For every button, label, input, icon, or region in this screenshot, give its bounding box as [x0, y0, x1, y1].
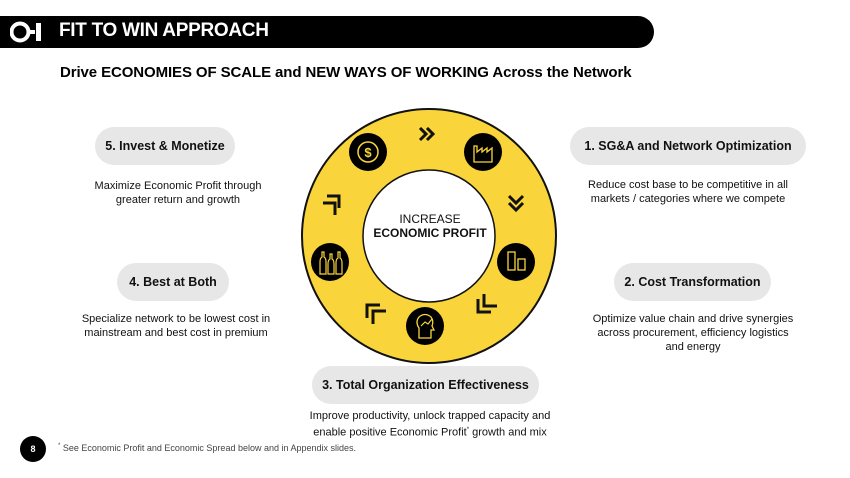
center-line2: ECONOMIC PROFIT: [373, 226, 487, 240]
bottles-icon: [311, 243, 349, 281]
pillar-3-title: 3. Total Organization Effectiveness: [312, 366, 539, 404]
page-title: FIT TO WIN APPROACH: [59, 20, 269, 41]
pillar-3-desc-line2b: growth and mix: [472, 426, 547, 439]
subtitle: Drive ECONOMIES OF SCALE and NEW WAYS OF…: [60, 64, 632, 81]
chevron-down-icon: [507, 194, 525, 213]
pillar-3-desc: Improve productivity, unlock trapped cap…: [290, 409, 570, 440]
footnote: * See Economic Profit and Economic Sprea…: [58, 443, 356, 453]
pillar-5-desc-line1: Maximize Economic Profit through: [94, 180, 262, 192]
chevron-right-icon: [418, 126, 436, 142]
dollar-icon: $: [349, 133, 387, 171]
pillar-2-desc-line1: Optimize value chain and drive synergies: [592, 313, 794, 325]
pillar-2-desc-line3: and energy: [665, 341, 721, 353]
pillar-3-desc-line1: Improve productivity, unlock trapped cap…: [309, 410, 551, 422]
containers-icon: [497, 243, 535, 281]
pillar-1-title: 1. SG&A and Network Optimization: [570, 127, 806, 165]
footnote-marker: *: [466, 427, 470, 433]
chevron-down-left-icon: [476, 294, 497, 314]
pillar-3-desc-line2: enable positive Economic Profit* growth …: [290, 423, 570, 440]
pillar-5-title: 5. Invest & Monetize: [95, 127, 235, 165]
page-number: 8: [20, 436, 46, 462]
pillar-2-title: 2. Cost Transformation: [614, 263, 771, 301]
factory-icon: [464, 133, 502, 171]
pillar-1-desc: Reduce cost base to be competitive in al…: [570, 178, 806, 206]
pillar-4-desc: Specialize network to be lowest cost in …: [58, 312, 294, 340]
footnote-mark: *: [58, 443, 61, 449]
oi-logo-icon: [10, 21, 41, 43]
center-label: INCREASE ECONOMIC PROFIT: [360, 212, 500, 240]
pillar-1-desc-line2: markets / categories where we compete: [590, 193, 786, 205]
growth-head-icon: [406, 307, 444, 345]
pillar-4-title: 4. Best at Both: [117, 263, 229, 301]
footnote-text: See Economic Profit and Economic Spread …: [62, 443, 357, 453]
header-banner: FIT TO WIN APPROACH: [0, 16, 654, 48]
chevron-up-left-icon: [365, 303, 386, 324]
pillar-5-desc-line2: greater return and growth: [115, 194, 241, 206]
pillar-1-desc-line1: Reduce cost base to be competitive in al…: [588, 179, 788, 191]
pillar-3-desc-line2a: enable positive Economic Profit: [313, 426, 467, 439]
pillar-4-desc-line1: Specialize network to be lowest cost in: [81, 313, 271, 325]
chevron-up-right-icon: [323, 194, 341, 215]
pillar-5-desc: Maximize Economic Profit through greater…: [60, 179, 296, 207]
svg-text:$: $: [364, 145, 372, 160]
pillar-2-desc-line2: across procurement, efficiency logistics: [597, 327, 789, 339]
pillar-4-desc-line2: mainstream and best cost in premium: [84, 327, 268, 339]
center-line1: INCREASE: [399, 212, 461, 226]
pillar-2-desc: Optimize value chain and drive synergies…: [570, 312, 816, 354]
